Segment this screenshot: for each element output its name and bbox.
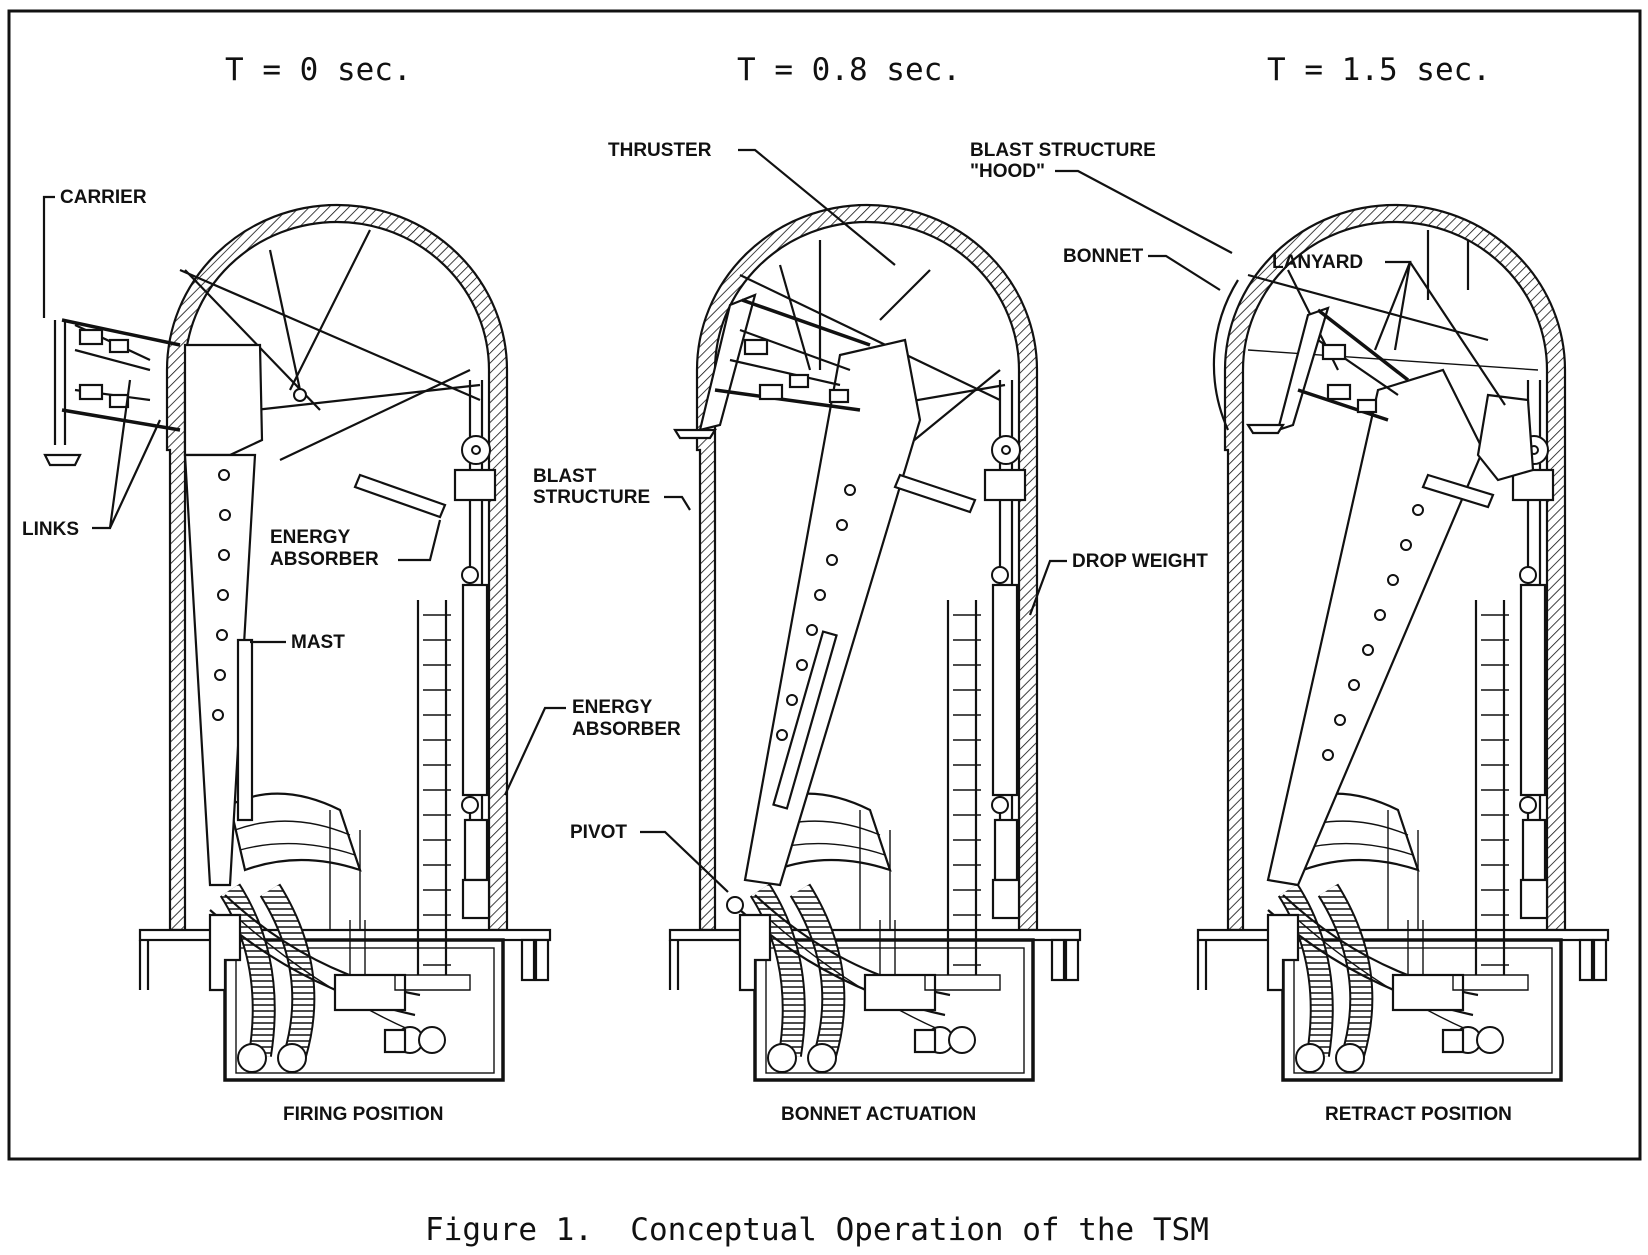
- label-blast-structure-line1: BLAST: [533, 466, 597, 487]
- leader-carrier: [42, 195, 55, 318]
- leader-energy-absorber-2: [504, 706, 566, 796]
- label-mast: MAST: [291, 632, 345, 653]
- label-energy-absorber-2-line1: ENERGY: [572, 697, 653, 718]
- panel-2-time: T = 0.8 sec.: [737, 52, 961, 88]
- leader-lanyard: [1373, 260, 1506, 406]
- label-energy-absorber-1-line2: ABSORBER: [270, 549, 379, 570]
- label-energy-absorber-2-line2: ABSORBER: [572, 719, 681, 740]
- leader-blast-structure: [664, 495, 691, 511]
- figure-caption: Figure 1. Conceptual Operation of the TS…: [425, 1212, 1209, 1248]
- panel-bonnet-actuation: [668, 203, 1082, 1080]
- label-lanyard: LANYARD: [1272, 252, 1363, 273]
- label-thruster: THRUSTER: [608, 140, 712, 161]
- panel-3-time: T = 1.5 sec.: [1267, 52, 1491, 88]
- label-carrier: CARRIER: [60, 187, 147, 208]
- leader-bonnet: [1148, 254, 1221, 291]
- label-links: LINKS: [22, 519, 79, 540]
- leader-blast-hood: [1055, 169, 1233, 254]
- panel-3-caption: RETRACT POSITION: [1325, 1104, 1512, 1125]
- label-blast-hood-line1: BLAST STRUCTURE: [970, 140, 1156, 161]
- panel-1-time: T = 0 sec.: [225, 52, 412, 88]
- panel-2-caption: BONNET ACTUATION: [781, 1104, 976, 1125]
- label-pivot: PIVOT: [570, 822, 627, 843]
- panel-firing-position: [43, 203, 552, 1080]
- panel-1-caption: FIRING POSITION: [283, 1104, 443, 1125]
- leader-pivot: [640, 830, 729, 893]
- label-bonnet: BONNET: [1063, 246, 1144, 267]
- leader-links: [92, 379, 161, 530]
- label-blast-hood-line2: "HOOD": [970, 161, 1045, 182]
- leader-thruster: [738, 148, 896, 266]
- leader-energy-absorber-1: [398, 519, 442, 562]
- label-blast-structure-line2: STRUCTURE: [533, 487, 650, 508]
- panel-retract-position: [1196, 203, 1610, 1080]
- leader-drop-weight: [1028, 559, 1067, 616]
- label-energy-absorber-1-line1: ENERGY: [270, 527, 351, 548]
- figure-border: [7, 9, 1642, 1161]
- label-drop-weight: DROP WEIGHT: [1072, 551, 1208, 572]
